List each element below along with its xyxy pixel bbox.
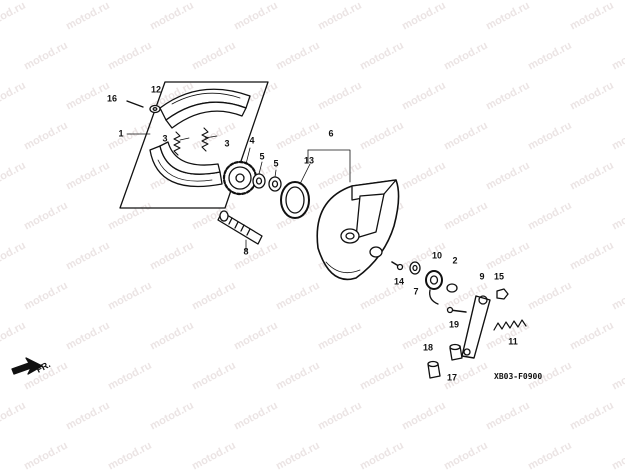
callout-5b: 5 bbox=[273, 158, 279, 169]
callout-2: 2 bbox=[452, 255, 458, 266]
callout-4: 4 bbox=[249, 135, 255, 146]
brake-arm-9 bbox=[461, 295, 491, 359]
shoe-frame bbox=[119, 81, 269, 209]
washer-5b bbox=[268, 176, 282, 192]
brake-panel bbox=[316, 179, 400, 281]
callout-15: 15 bbox=[493, 271, 505, 282]
callout-3a: 3 bbox=[162, 133, 168, 144]
upper-brake-shoe bbox=[159, 88, 251, 129]
screw-16 bbox=[126, 100, 144, 108]
part-2 bbox=[446, 283, 458, 293]
washer-12 bbox=[149, 104, 161, 114]
spring-left bbox=[173, 131, 181, 156]
callout-5a: 5 bbox=[259, 151, 265, 162]
callout-8: 8 bbox=[243, 246, 249, 257]
callout-11: 11 bbox=[508, 336, 518, 347]
return-spring-10 bbox=[425, 270, 443, 305]
callout-13: 13 bbox=[303, 155, 315, 166]
washer-5a bbox=[252, 173, 266, 189]
callout-3b: 3 bbox=[224, 138, 230, 149]
collar-17 bbox=[449, 343, 463, 361]
fr-arrow bbox=[11, 357, 43, 375]
diagram-code: XB03-F0900 bbox=[494, 372, 543, 381]
callout-16: 16 bbox=[106, 93, 118, 104]
callout-7: 7 bbox=[413, 286, 419, 297]
callout-19: 19 bbox=[448, 319, 460, 330]
brake-cam-gear bbox=[222, 160, 258, 196]
callout-12: 12 bbox=[150, 84, 162, 95]
callout-9: 9 bbox=[479, 271, 485, 282]
callout-6: 6 bbox=[328, 128, 334, 139]
brake-cam-shaft bbox=[217, 210, 263, 245]
nut-15 bbox=[496, 288, 509, 300]
washer-7 bbox=[409, 261, 421, 275]
callout-17: 17 bbox=[446, 372, 458, 383]
spring-11 bbox=[493, 319, 527, 331]
callout-10: 10 bbox=[431, 250, 443, 261]
callout-1: 1 bbox=[118, 128, 124, 139]
pin-18 bbox=[427, 360, 441, 379]
spring-right bbox=[201, 127, 209, 152]
callout-18: 18 bbox=[422, 342, 434, 353]
lower-brake-shoe bbox=[149, 141, 223, 188]
callout-14: 14 bbox=[393, 276, 405, 287]
